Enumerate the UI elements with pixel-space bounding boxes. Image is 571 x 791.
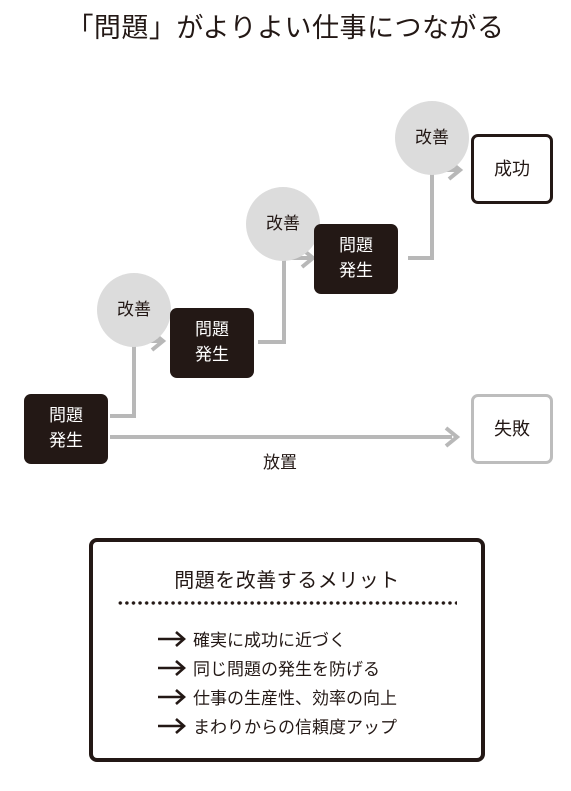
failure-label: 失敗 [494, 418, 530, 440]
success-label: 成功 [494, 158, 530, 180]
merit-text: 同じ問題の発生を防げる [193, 660, 380, 680]
problem-box-3-line2: 発生 [339, 261, 373, 281]
merit-text: まわりからの信頼度アップ [193, 718, 397, 738]
right-arrow-icon [158, 717, 186, 734]
arrow-head-failure [444, 426, 461, 448]
merit-text: 確実に成功に近づく [193, 631, 346, 651]
page-title: 「問題」がよりよい仕事につながる [66, 13, 505, 44]
problem-box-2-line1: 問題 [195, 320, 229, 340]
merit-text: 仕事の生産性、効率の向上 [193, 689, 397, 709]
right-arrow-icon [158, 659, 186, 676]
problem-box-2-line2: 発生 [195, 345, 229, 365]
merit-item: 同じ問題の発生を防げる [157, 653, 397, 682]
improve-circle-3: 改善 [395, 101, 469, 175]
arrow-step-1 [110, 339, 160, 418]
merits-panel: 問題を改善するメリット 確実に成功に近づく 同じ問題の発生を防げる 仕事の生産性… [89, 538, 485, 762]
problem-box-2: 問題 発生 [170, 308, 254, 378]
improve-circle-2: 改善 [246, 187, 320, 261]
problem-box-1-line1: 問題 [49, 406, 83, 426]
failure-box: 失敗 [471, 394, 553, 464]
merits-title: 問題を改善するメリット [174, 568, 400, 592]
problem-box-1: 問題 発生 [24, 394, 108, 464]
arrow-step-2 [258, 256, 310, 344]
neglect-label: 放置 [263, 453, 297, 473]
merit-item: 確実に成功に近づく [157, 624, 397, 653]
improve-label-2: 改善 [266, 213, 300, 234]
dotted-divider [117, 600, 457, 606]
problem-box-1-line2: 発生 [49, 431, 83, 451]
merit-item: 仕事の生産性、効率の向上 [157, 682, 397, 711]
right-arrow-icon [158, 630, 186, 647]
merit-item: まわりからの信頼度アップ [157, 711, 397, 740]
problem-box-3-line1: 問題 [339, 236, 373, 256]
success-box: 成功 [471, 134, 553, 204]
right-arrow-icon [158, 688, 186, 705]
problem-box-3: 問題 発生 [314, 224, 398, 294]
arrow-step-3 [408, 168, 457, 260]
improve-label-3: 改善 [415, 127, 449, 148]
improve-label-1: 改善 [117, 299, 151, 320]
merits-list: 確実に成功に近づく 同じ問題の発生を防げる 仕事の生産性、効率の向上 まわりから… [157, 624, 397, 740]
improve-circle-1: 改善 [97, 273, 171, 347]
